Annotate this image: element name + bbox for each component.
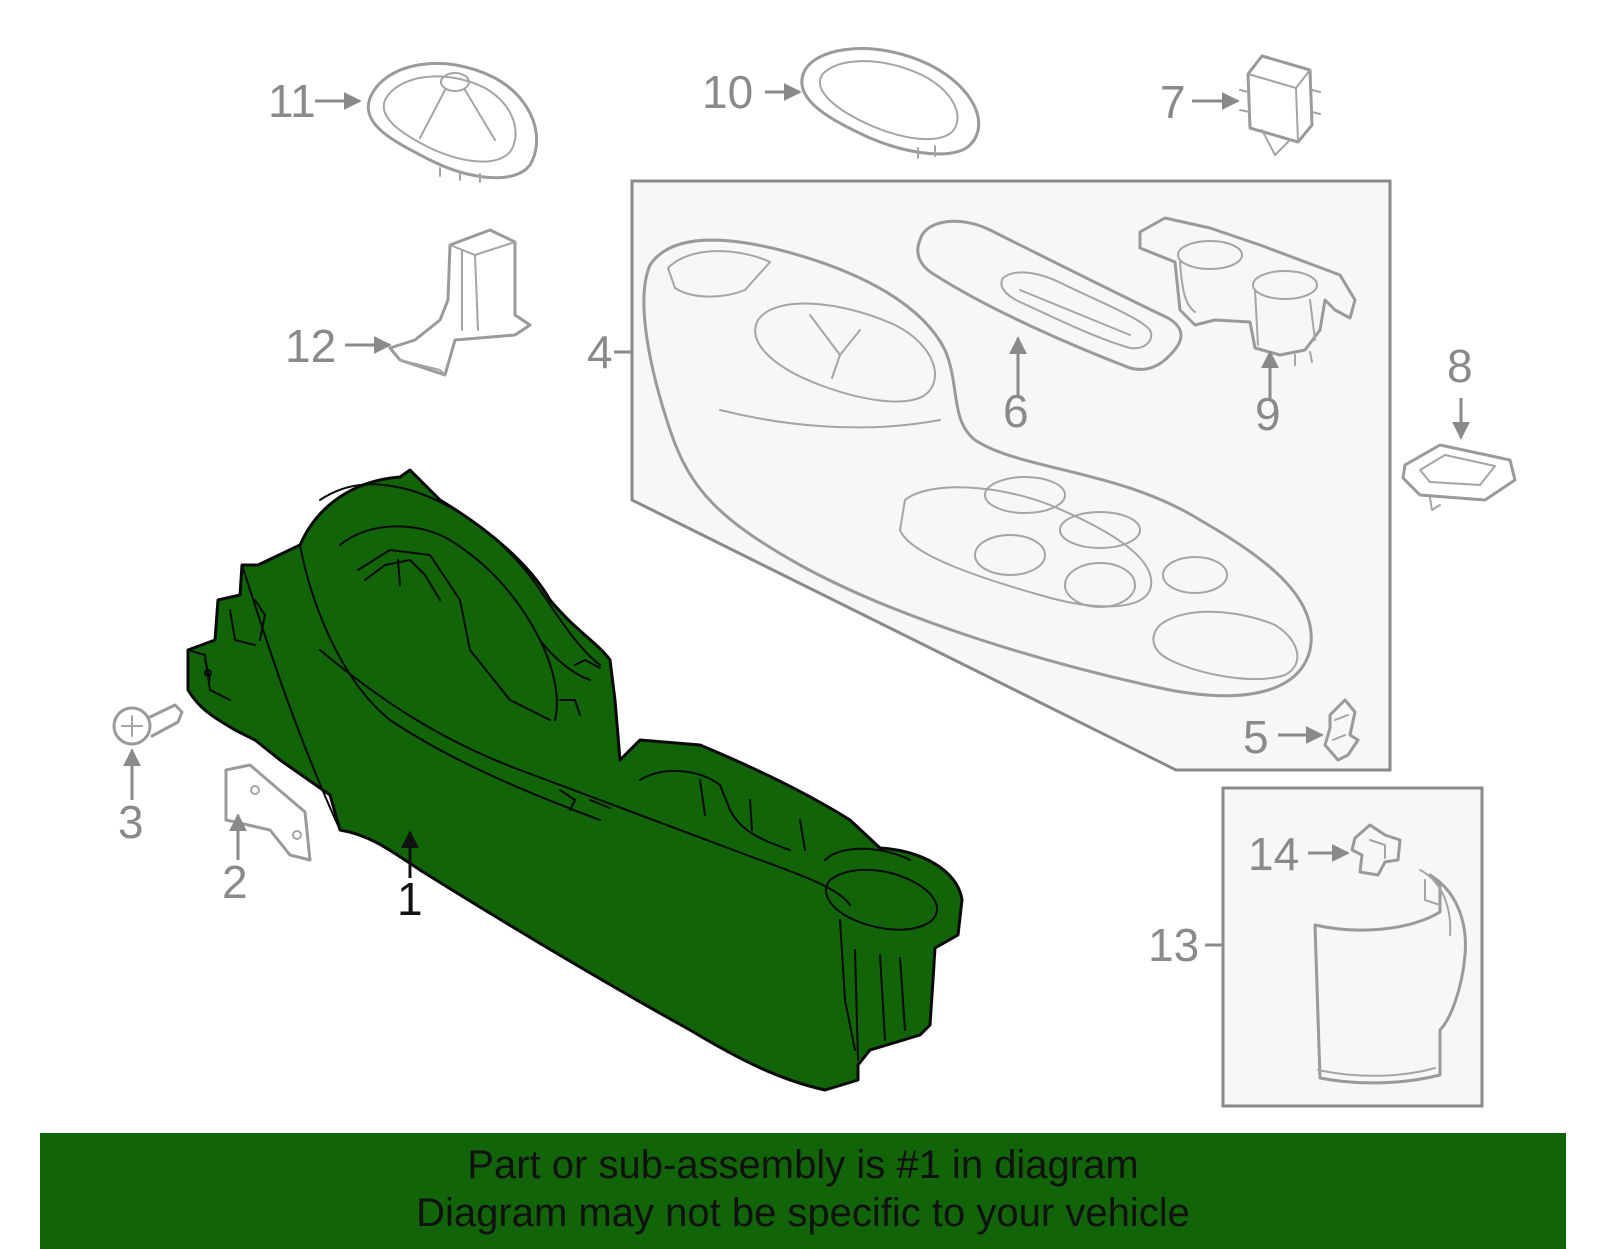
part-3-screw[interactable] [112, 703, 184, 746]
part-9-cup-holder[interactable] [1138, 216, 1357, 366]
callout-3: 3 [118, 796, 144, 848]
part-14-clip[interactable] [1350, 823, 1402, 877]
callout-6: 6 [1003, 385, 1029, 437]
callout-14: 14 [1248, 828, 1299, 880]
part-4-console-trim[interactable] [642, 238, 1313, 698]
callout-4: 4 [587, 326, 613, 378]
callout-12: 12 [285, 320, 336, 372]
part-8-bezel[interactable] [1401, 443, 1517, 511]
banner-line-1: Part or sub-assembly is #1 in diagram [467, 1143, 1139, 1187]
callout-5: 5 [1243, 711, 1269, 763]
part-13-trim-panel[interactable] [1313, 869, 1467, 1085]
part-11-shift-boot[interactable] [366, 61, 539, 183]
leader-lines [123, 83, 1470, 947]
part-1-floor-console[interactable] [186, 468, 964, 1092]
part-10-bezel-ring[interactable] [800, 47, 981, 159]
part-6-bezel[interactable] [916, 219, 1183, 371]
callout-11: 11 [268, 75, 316, 127]
banner-line-2: Diagram may not be specific to your vehi… [416, 1191, 1190, 1235]
group-box-4 [630, 179, 1392, 772]
part-12-bracket[interactable] [388, 228, 532, 377]
callout-9: 9 [1255, 388, 1281, 440]
callout-2: 2 [222, 856, 248, 908]
callout-13: 13 [1148, 919, 1199, 971]
part-7-switch[interactable] [1239, 54, 1321, 156]
callout-labels: 11 10 7 12 4 6 9 8 5 14 13 3 2 1 [118, 66, 1473, 971]
info-banner: Part or sub-assembly is #1 in diagram Di… [40, 1133, 1566, 1249]
callout-7: 7 [1160, 76, 1186, 128]
callout-8: 8 [1447, 340, 1473, 392]
callout-1: 1 [397, 873, 423, 925]
callout-10: 10 [702, 66, 753, 118]
part-5-clip[interactable] [1323, 698, 1360, 762]
parts-diagram: 11 10 7 12 4 6 9 8 5 14 13 3 2 1 [112, 47, 1517, 1108]
